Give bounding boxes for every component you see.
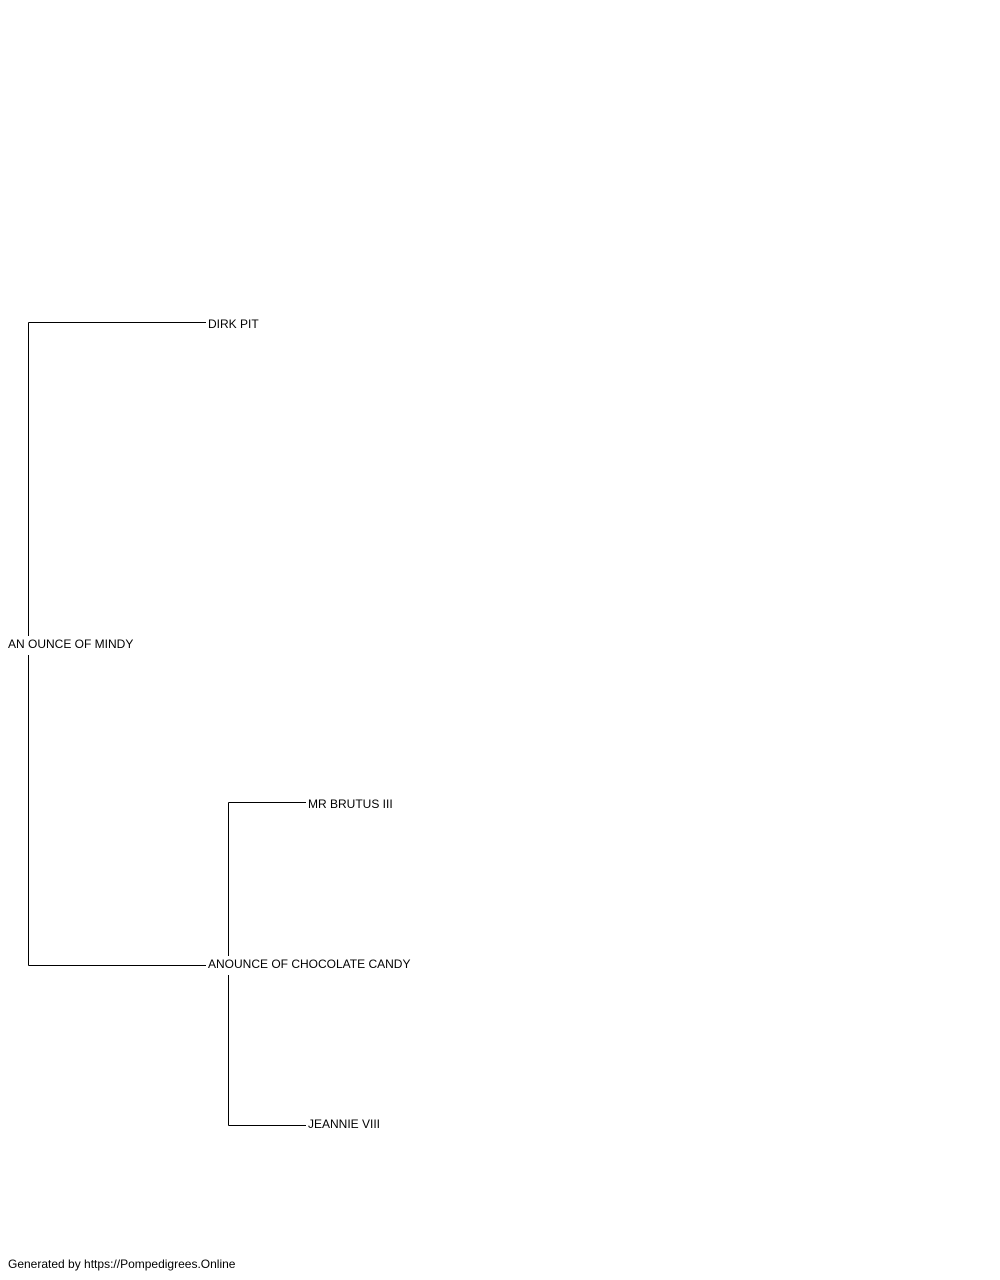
generated-by-footer: Generated by https://Pompedigrees.Online: [8, 1257, 236, 1271]
subject-name: AN OUNCE OF MINDY: [8, 637, 134, 651]
dam-sire-name: MR BRUTUS III: [308, 797, 393, 811]
dam-name: ANOUNCE OF CHOCOLATE CANDY: [208, 957, 411, 971]
sire-name: DIRK PIT: [208, 317, 259, 331]
dam-dam-name: JEANNIE VIII: [308, 1117, 381, 1131]
